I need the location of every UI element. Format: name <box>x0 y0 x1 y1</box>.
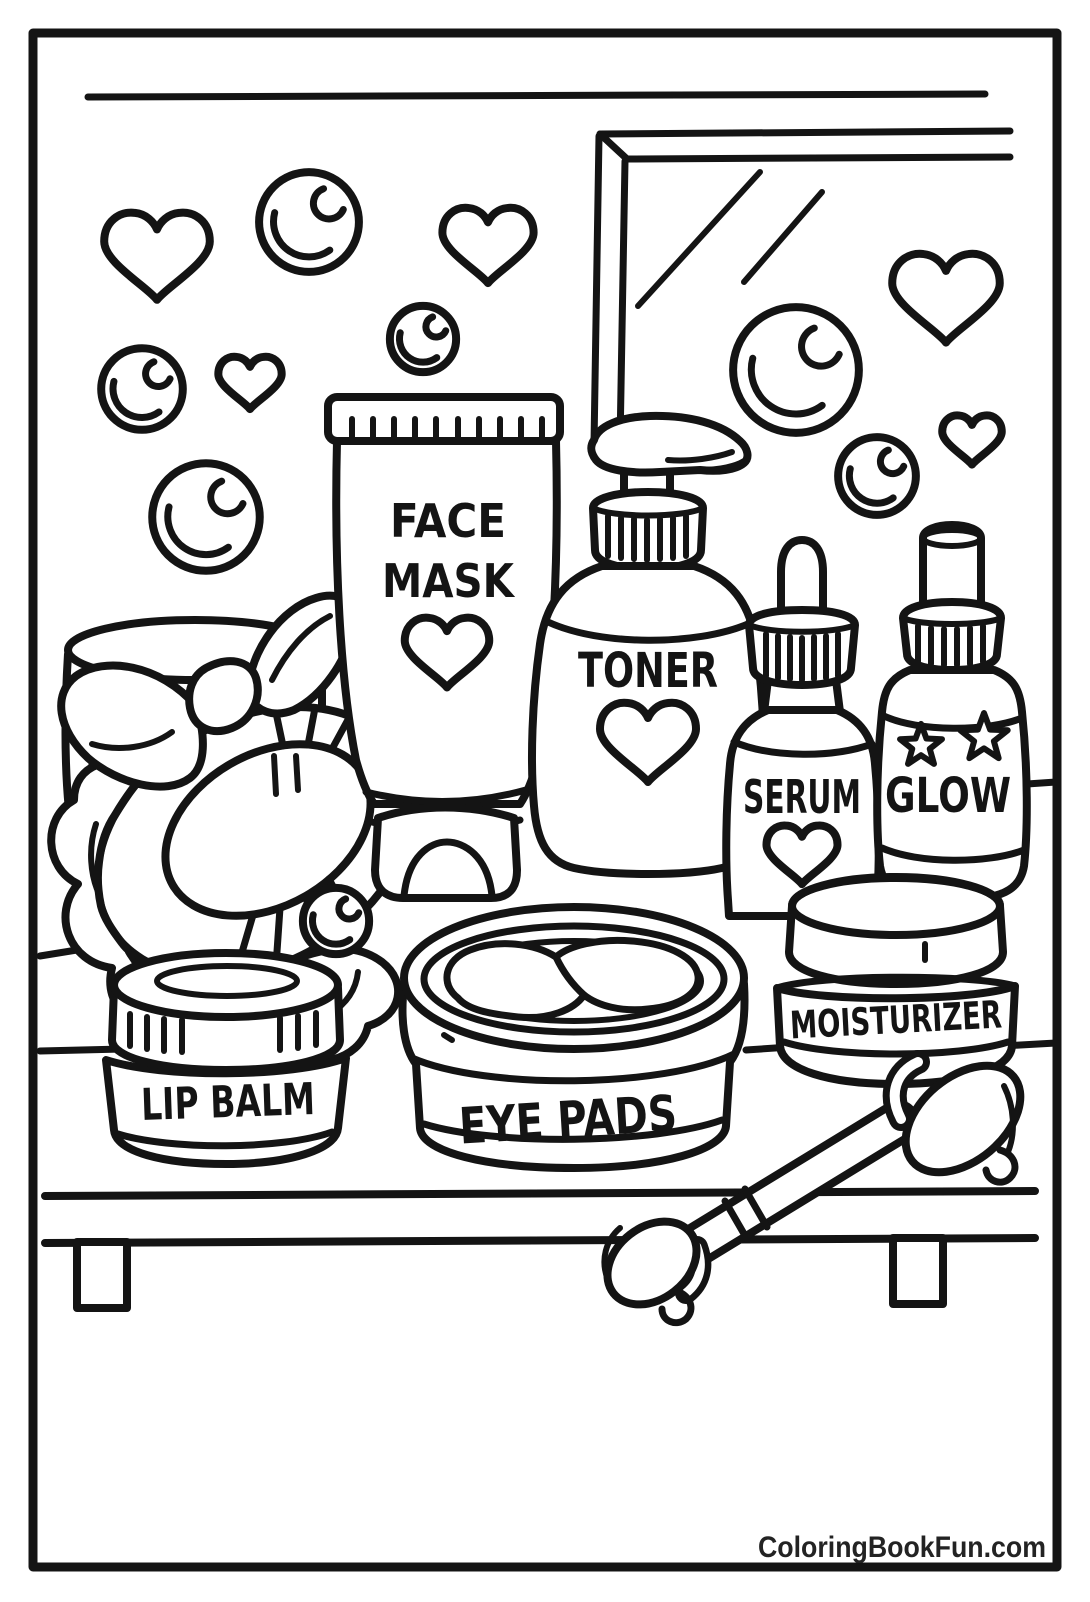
toner-cap-rim <box>590 505 706 519</box>
lip-balm-jar: LIP BALM <box>102 949 350 1168</box>
eye-pads-rim-dash <box>441 1032 455 1043</box>
serum-shoulder-line <box>730 738 876 758</box>
bow-knot <box>185 657 262 736</box>
lip-balm-band-line <box>114 1128 336 1150</box>
roller-handle-band <box>741 1185 771 1231</box>
glow-shoulder-line <box>880 712 1026 732</box>
glow-nozzle-top <box>920 527 984 549</box>
toner-bottle: TONER <box>528 411 768 878</box>
face-mask-label-line2: MASK <box>382 554 516 608</box>
vanity-shelf <box>41 1187 1039 1312</box>
moisturizer-lid-top <box>788 873 1004 939</box>
mirror-frame-left-inner <box>616 157 629 448</box>
bubble-icon <box>152 463 260 571</box>
striped-box-rib <box>293 753 301 793</box>
pump-spout-line <box>697 458 747 473</box>
shelf-leg-left <box>73 1238 131 1312</box>
bow-left-loop <box>57 661 207 791</box>
glow-band-line <box>878 844 1028 864</box>
watermark-text: ColoringBookFun.com <box>758 1531 1046 1564</box>
glow-cap-rim <box>900 615 1004 627</box>
pump-head <box>587 411 752 477</box>
lip-balm-lid-top <box>110 949 342 1021</box>
lip-balm-lid-inner <box>154 963 300 999</box>
heart-icon <box>942 415 1002 464</box>
roller-handle <box>681 1108 912 1260</box>
eye-pads-rim-line <box>408 1050 738 1085</box>
shelf-front-bottom <box>41 1234 1039 1247</box>
roller-head-end-line <box>1001 1083 1016 1155</box>
roller-head-large <box>901 1061 1025 1177</box>
page-border-frame <box>28 28 1062 1572</box>
bow-fold-line <box>269 613 333 683</box>
moisturizer-jar: MOISTURIZER <box>773 873 1019 1088</box>
bubble-icon <box>733 307 859 433</box>
glow-bottle: GLOW <box>873 521 1031 904</box>
roller-axle-hook <box>658 1287 695 1327</box>
tube-bottom-cap <box>371 803 521 902</box>
moisturizer-band-line <box>780 1038 1012 1058</box>
table-edge-line <box>1023 778 1060 788</box>
heart-icon <box>892 254 1000 343</box>
mirror-reflection-line <box>741 189 825 285</box>
scrunchie-fold-line <box>88 821 103 899</box>
heart-icon <box>442 208 533 283</box>
collar-rim <box>746 622 858 635</box>
eye-pads-opening-ring <box>420 922 728 1036</box>
striped-box-rib <box>271 753 279 797</box>
mirror-frame-left-outer <box>590 132 603 448</box>
heart-icon <box>104 213 210 300</box>
glow-label: GLOW <box>885 768 1011 824</box>
eye-pads-divider <box>552 953 588 999</box>
roller-handle-band <box>721 1197 751 1243</box>
mirror <box>590 127 1014 448</box>
jade-roller <box>601 1050 1025 1327</box>
roller-fork <box>889 1057 923 1124</box>
lip-balm-label: LIP BALM <box>140 1074 316 1131</box>
bubble-icon <box>390 306 456 372</box>
serum-label: SERUM <box>743 770 861 824</box>
bubble-icon <box>259 172 359 272</box>
lip-balm-lid-ribs <box>127 1010 319 1055</box>
toner-label: TONER <box>578 643 718 699</box>
glow-cap-ribs <box>915 623 986 668</box>
bubble-icon <box>838 437 916 515</box>
eye-pads-label: EYE PADS <box>457 1084 678 1155</box>
bubble-icon <box>101 348 183 430</box>
bow <box>57 591 357 791</box>
collar-ribs <box>763 631 841 683</box>
mirror-frame-corner <box>596 130 631 163</box>
roller-head-end-line <box>601 1225 623 1283</box>
tube-cap-arc <box>400 838 496 900</box>
tube-crimp-ticks <box>349 416 545 441</box>
roller-axle-hook <box>982 1146 1019 1186</box>
pump-spout-line <box>665 449 735 464</box>
heart-icon <box>218 357 281 409</box>
headband-stripe <box>304 704 319 749</box>
shelf-leg-right <box>889 1234 947 1308</box>
tube-crimp-cap <box>324 393 564 445</box>
toner-shoulder-line <box>544 618 752 644</box>
serum-bottle: SERUM <box>722 536 883 920</box>
mirror-frame-top-outer <box>596 127 1014 138</box>
mirror-reflection-line <box>635 169 763 309</box>
eye-pads-band-line <box>420 1116 726 1143</box>
face-mask-label-line1: FACE <box>390 494 506 548</box>
face-mask-tube: FACE MASK <box>324 393 564 902</box>
tube-band-line <box>362 786 530 806</box>
moisturizer-rim-line <box>773 973 1019 992</box>
shelf-front-top <box>41 1187 1039 1200</box>
bubble-icon <box>303 888 369 954</box>
toner-cap-ribs <box>605 513 689 563</box>
eye-pads-jar: EYE PADS <box>398 903 749 1172</box>
mirror-frame-top-inner <box>623 153 1014 163</box>
dropper-bulb <box>777 536 827 616</box>
bow-fold-line <box>89 729 175 751</box>
wall-line <box>84 90 989 101</box>
